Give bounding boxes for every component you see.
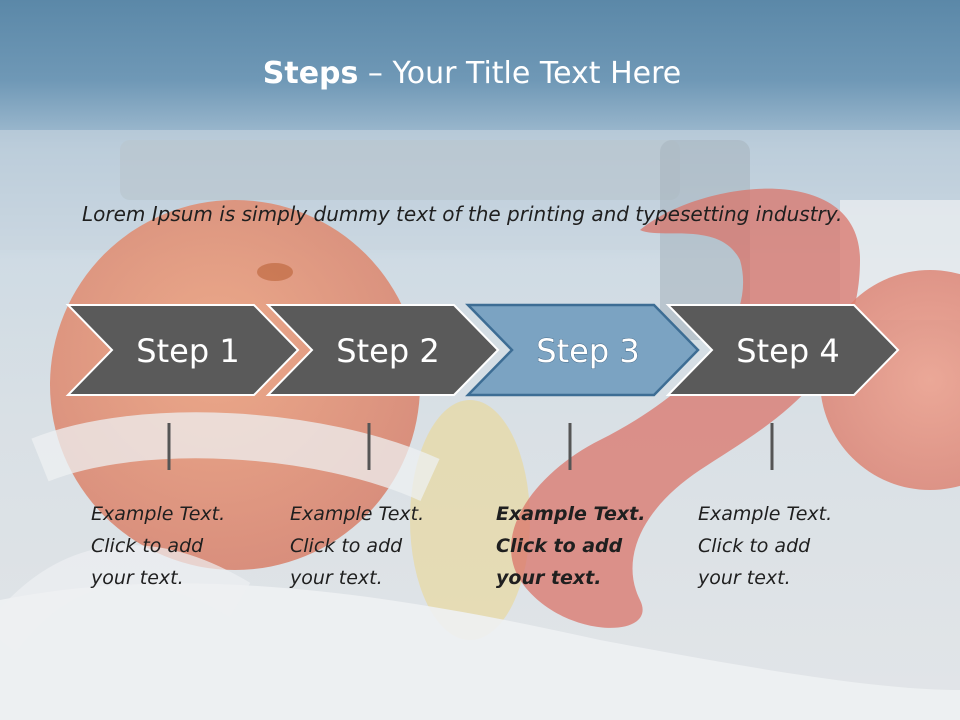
step-4-shape: [665, 304, 900, 396]
slide-title: Steps – Your Title Text Here: [0, 56, 944, 91]
step-1-label: Step 1: [136, 332, 239, 370]
step-2-label: Step 2: [336, 332, 439, 370]
step-4-text-line-3: your text.: [698, 567, 791, 589]
step-1-text[interactable]: Example Text. Click to add your text.: [91, 498, 261, 594]
step-2-chevron[interactable]: Step 2: [265, 304, 500, 396]
step-4-text-line-1: Example Text.: [698, 503, 833, 525]
step-3-label: Step 3: [536, 332, 639, 370]
title-rest: – Your Title Text Here: [358, 56, 682, 91]
step-2-text-line-3: your text.: [290, 567, 383, 589]
step-3-chevron[interactable]: Step 3: [465, 303, 700, 397]
step-2-text-line-2: Click to add: [290, 535, 403, 557]
step-2-text-line-1: Example Text.: [290, 503, 425, 525]
step-3-text-line-3: your text.: [496, 567, 602, 589]
step-3-text-line-1: Example Text.: [496, 503, 646, 525]
step-2-text[interactable]: Example Text. Click to add your text.: [290, 498, 460, 594]
intro-text: Lorem Ipsum is simply dummy text of the …: [82, 202, 843, 226]
step-1-text-line-2: Click to add: [91, 535, 204, 557]
step-4-label: Step 4: [736, 332, 839, 370]
step-4-text[interactable]: Example Text. Click to add your text.: [698, 498, 868, 594]
step-3-shape: [465, 303, 700, 397]
step-1-text-line-1: Example Text.: [91, 503, 226, 525]
step-4-chevron[interactable]: Step 4: [665, 304, 900, 396]
step-3-text-line-2: Click to add: [496, 535, 623, 557]
step-2-shape: [265, 304, 500, 396]
step-3-text[interactable]: Example Text. Click to add your text.: [496, 498, 666, 594]
step-1-chevron[interactable]: Step 1: [65, 304, 300, 396]
step-4-text-line-2: Click to add: [698, 535, 811, 557]
step-1-text-line-3: your text.: [91, 567, 184, 589]
title-bold: Steps: [262, 56, 359, 91]
step-1-shape: [65, 304, 300, 396]
